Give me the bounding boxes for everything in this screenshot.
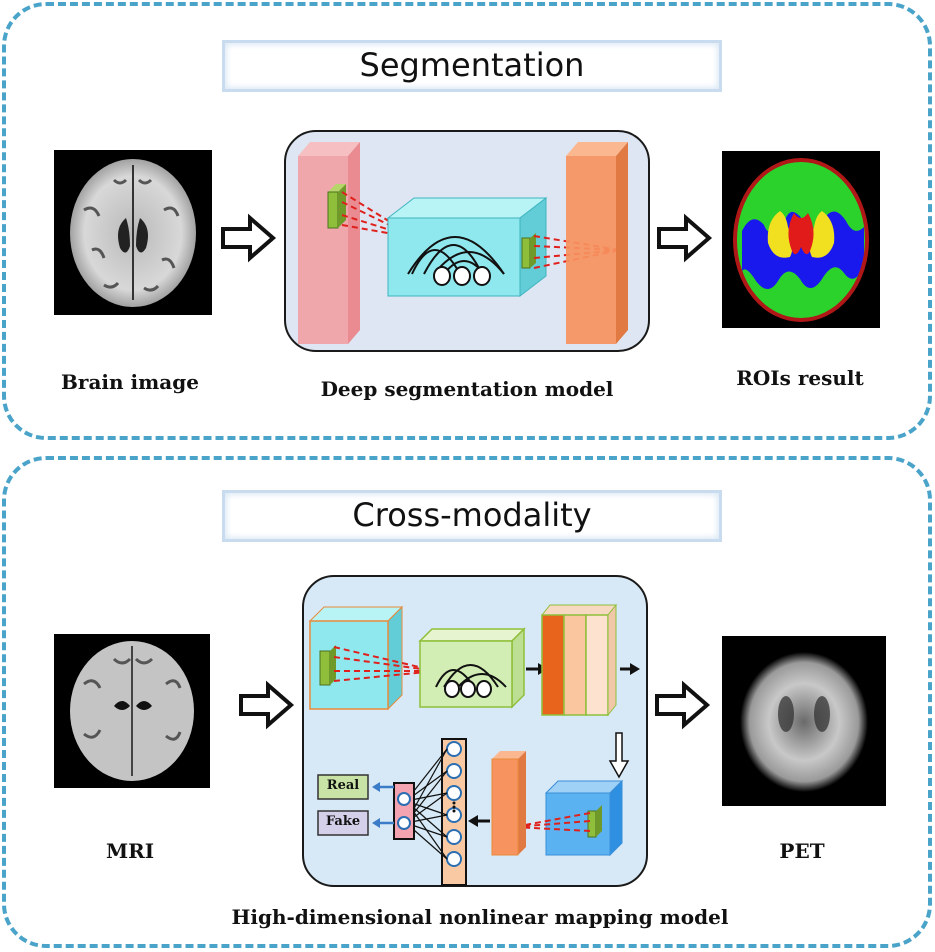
pet-label: PET: [779, 839, 825, 863]
arrow-right-icon: [221, 213, 277, 263]
pet-image: [722, 636, 886, 806]
arrow-right-icon: [655, 680, 711, 730]
fake-label-box: [317, 810, 369, 836]
input-plane: [298, 142, 360, 156]
brain-image-label: Brain image: [61, 370, 199, 394]
rois-result-image: [722, 151, 880, 328]
deep-segmentation-model-label: Deep segmentation model: [320, 377, 614, 401]
mapping-model-label: High-dimensional nonlinear mapping model: [231, 905, 729, 929]
real-label: Real: [326, 778, 360, 793]
mapping-network-diagram: [308, 603, 640, 886]
fake-label: Fake: [325, 814, 361, 829]
arrow-right-icon: [239, 680, 295, 730]
mri-image-graphic: [70, 641, 194, 781]
rois-result-graphic: [733, 158, 869, 322]
cross-modality-title: Cross-modality: [222, 490, 722, 542]
cross-modality-panel: [2, 456, 932, 948]
decoder-layers: [540, 603, 618, 717]
mri-label: MRI: [105, 839, 155, 863]
encoder-cube: [308, 606, 404, 622]
mri-image: [54, 634, 210, 788]
rois-result-label: ROIs result: [736, 366, 864, 390]
feature-cube: [386, 197, 548, 219]
brain-image: [54, 150, 212, 315]
segmentation-panel: [2, 2, 932, 440]
real-label-box: [317, 774, 369, 800]
brain-image-graphic: [70, 159, 196, 307]
output-plane: [566, 142, 628, 156]
transform-cube: [418, 628, 526, 642]
arrow-right-icon: [657, 213, 713, 263]
segmentation-network-diagram: [298, 142, 628, 344]
discriminator-cube: [544, 780, 624, 794]
segmentation-title: Segmentation: [222, 40, 722, 92]
pet-image-graphic: [740, 652, 868, 792]
